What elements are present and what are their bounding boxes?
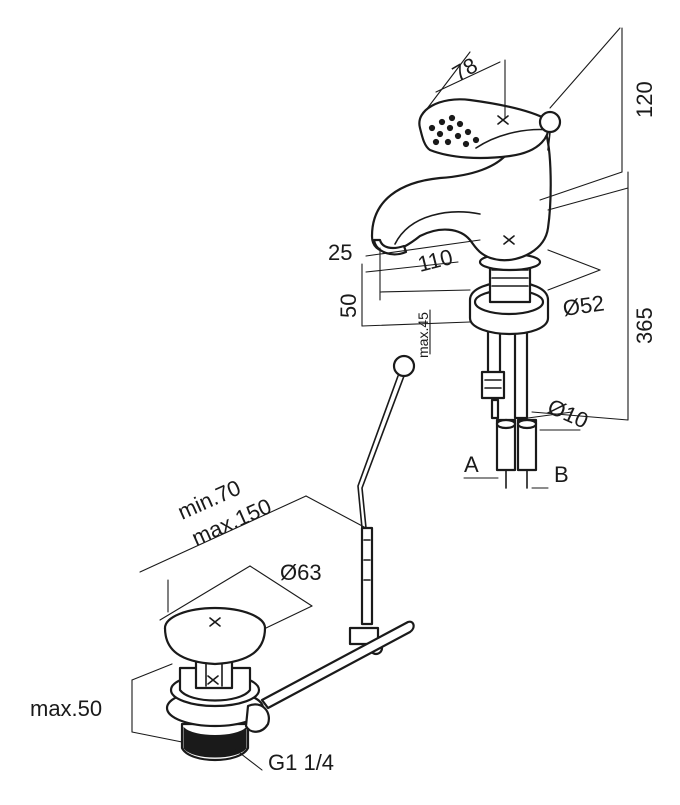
dim-base-diameter: Ø52 (561, 290, 606, 321)
supply-hoses (480, 316, 538, 489)
faucet-dimension-lines (361, 27, 629, 489)
dim-max-deck: max.45 (415, 312, 431, 358)
dim-waste-diameter: Ø63 (280, 560, 322, 585)
lift-rod (260, 354, 416, 710)
dim-spout-reach: 110 (415, 244, 455, 277)
faucet (370, 98, 562, 489)
dim-spout-height: 25 (328, 240, 352, 265)
label-b: B (554, 462, 569, 487)
dim-total-height: 120 (632, 81, 657, 118)
lever-texture (428, 114, 480, 148)
dim-clearance: 50 (336, 294, 361, 318)
dim-waste-height: max.50 (30, 696, 102, 721)
dim-thread: G1 1/4 (268, 750, 334, 775)
mounting-base (468, 252, 550, 336)
faucet-lever (418, 98, 550, 160)
pop-up-waste (163, 606, 270, 762)
dim-overall-height: 365 (632, 307, 657, 344)
dim-handle-width: 78 (448, 52, 482, 86)
dim-hose-diameter: Ø10 (544, 394, 592, 434)
waste-dimension-lines (131, 495, 367, 771)
label-a: A (464, 452, 479, 477)
